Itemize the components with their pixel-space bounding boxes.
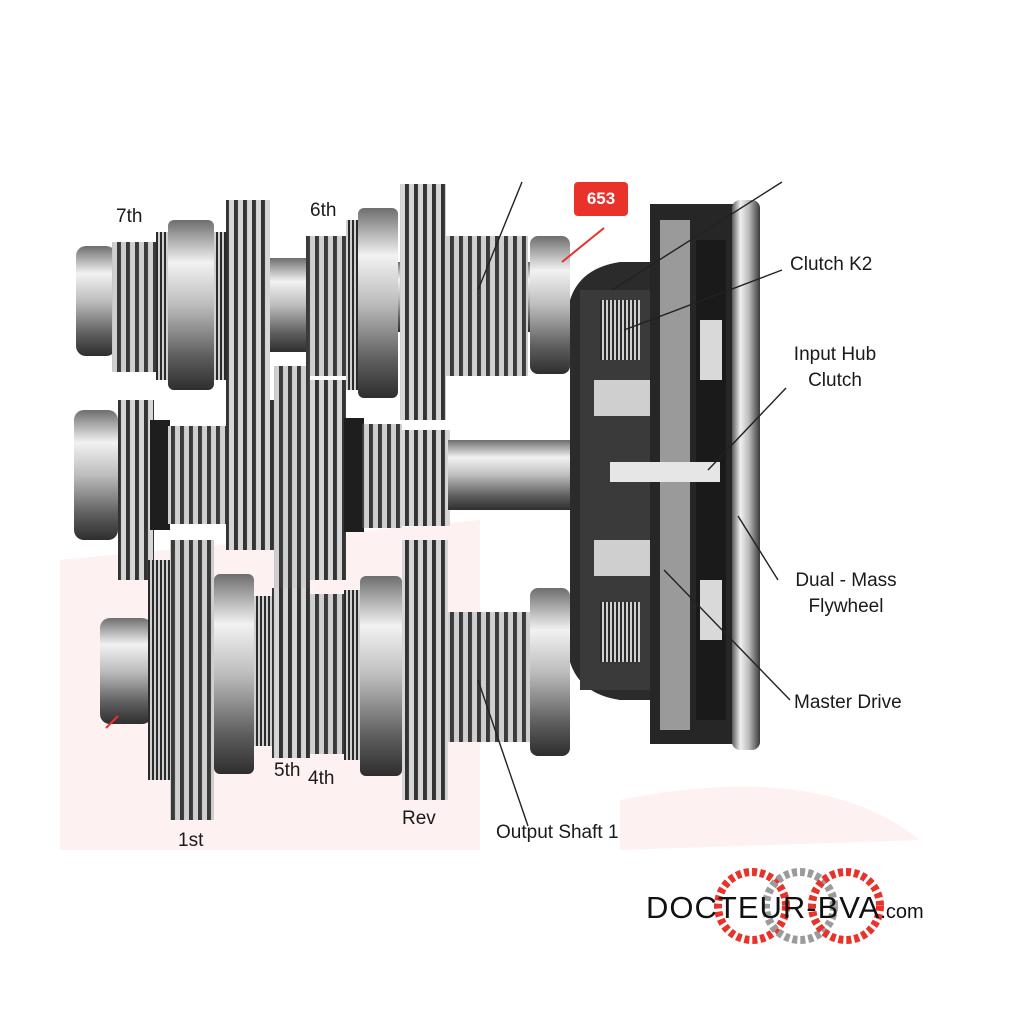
label-reverse-gear: Rev: [402, 808, 436, 829]
label-6th-gear: 6th: [310, 200, 337, 221]
leader-lines: [477, 181, 791, 827]
label-1st-gear: 1st: [178, 830, 204, 851]
part-number-badge: 653: [574, 182, 628, 216]
top-shaft: [76, 184, 570, 420]
label-clutch-k2: Clutch K2: [790, 254, 873, 275]
brand-domain: .com: [880, 901, 924, 923]
label-dual-mass-line2: Flywheel: [808, 596, 884, 617]
label-dual-mass-line1: Dual - Mass: [795, 570, 897, 591]
label-4th-gear: 4th: [308, 768, 335, 789]
label-5th-gear: 5th: [274, 760, 301, 781]
label-7th-gear: 7th: [116, 206, 143, 227]
brand-name: DOCTEUR-BVA: [646, 890, 881, 925]
brand-logo: DOCTEUR-BVA.com: [646, 890, 924, 926]
clutch-assembly: [570, 200, 760, 750]
logo-gears-mark: [714, 868, 884, 944]
bottom-shaft: [100, 540, 570, 820]
label-input-hub-line1: Input Hub: [793, 344, 877, 365]
label-master-drive: Master Drive: [794, 692, 902, 713]
label-input-hub-line2: Clutch: [808, 370, 862, 391]
label-output-shaft: Output Shaft 1: [496, 822, 619, 843]
